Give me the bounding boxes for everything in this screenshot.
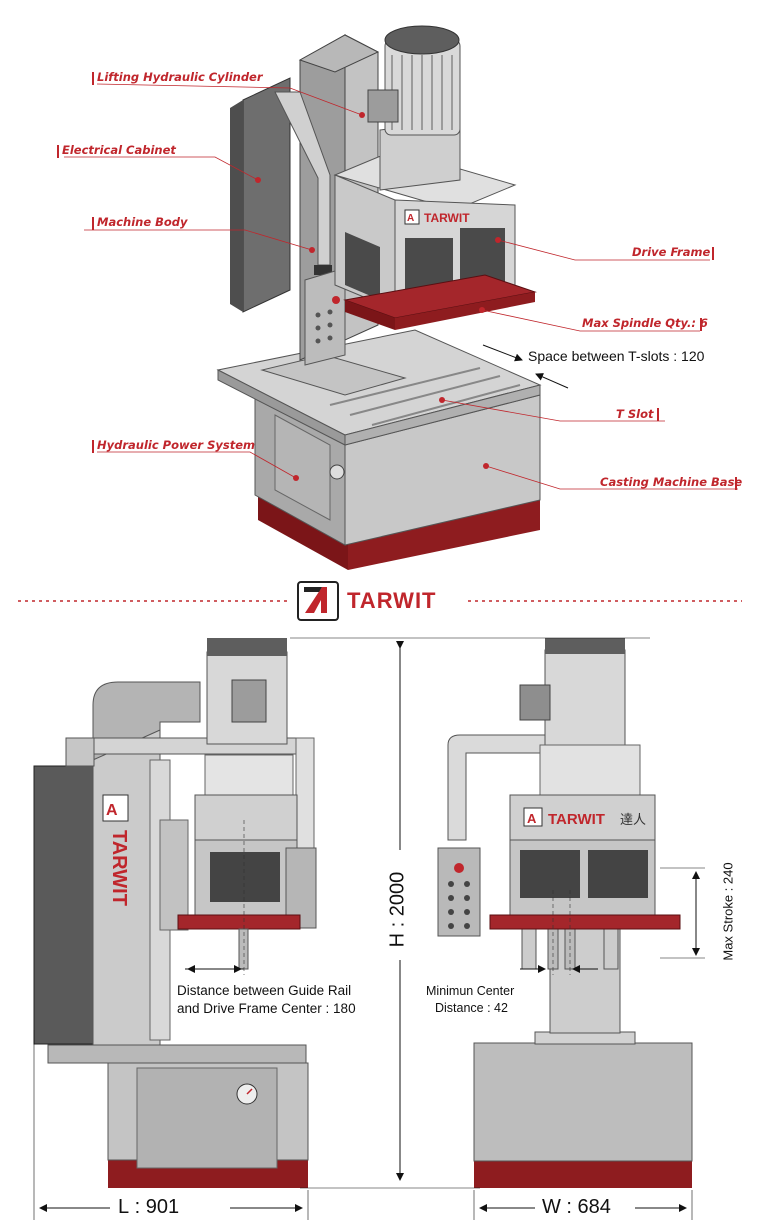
front-view-machine: A TARWIT 達人	[437, 638, 693, 1188]
svg-text:A: A	[527, 811, 537, 826]
callout-tick	[657, 408, 659, 421]
guide-rail-label-line2: and Drive Frame Center : 180	[177, 1001, 356, 1016]
tslot-spacing-label: Space between T-slots : 120	[528, 348, 705, 364]
side-view-machine: A TARWIT	[33, 638, 317, 1188]
max-stroke-dimension: Max Stroke : 240	[720, 862, 736, 961]
callout-lifting-cylinder: Lifting Hydraulic Cylinder	[97, 70, 263, 84]
svg-text:TARWIT: TARWIT	[424, 211, 470, 225]
callout-drive-frame: Drive Frame	[632, 245, 711, 259]
svg-text:達人: 達人	[620, 813, 646, 828]
callout-tick	[712, 247, 714, 260]
callout-electrical-cabinet: Electrical Cabinet	[62, 143, 176, 157]
tslot-arrows	[482, 344, 569, 389]
callout-tick	[92, 72, 94, 85]
callout-hydraulic-power: Hydraulic Power System	[97, 438, 256, 452]
svg-text:TARWIT: TARWIT	[548, 811, 605, 828]
length-dimension: L : 901	[118, 1196, 180, 1218]
tarwit-logo-icon	[305, 587, 327, 613]
min-center-label-line1: Minimun Center	[426, 984, 515, 998]
svg-text:A: A	[106, 802, 118, 819]
svg-text:A: A	[407, 213, 414, 224]
callout-tick	[57, 145, 59, 158]
guide-rail-label-line1: Distance between Guide Rail	[177, 983, 352, 998]
callout-tick	[700, 318, 702, 331]
width-dimension: W : 684	[542, 1196, 611, 1218]
svg-text:TARWIT: TARWIT	[108, 830, 130, 906]
isometric-machine: A TARWIT	[216, 25, 542, 570]
callout-leaders	[64, 83, 738, 490]
callout-t-slot: T Slot	[616, 407, 654, 421]
callout-tick	[92, 440, 94, 453]
centerlines	[243, 820, 571, 975]
min-center-label-line2: Distance : 42	[435, 1001, 508, 1015]
callout-casting-base: Casting Machine Base	[600, 475, 743, 489]
height-dimension: H : 2000	[386, 871, 409, 948]
callout-machine-body: Machine Body	[97, 215, 188, 229]
brand-name: TARWIT	[347, 588, 437, 613]
dimension-lines	[33, 637, 705, 1220]
callout-tick	[92, 217, 94, 230]
callout-tick	[735, 477, 737, 490]
callout-max-spindle: Max Spindle Qty.: 6	[582, 316, 708, 330]
divider	[18, 581, 742, 621]
